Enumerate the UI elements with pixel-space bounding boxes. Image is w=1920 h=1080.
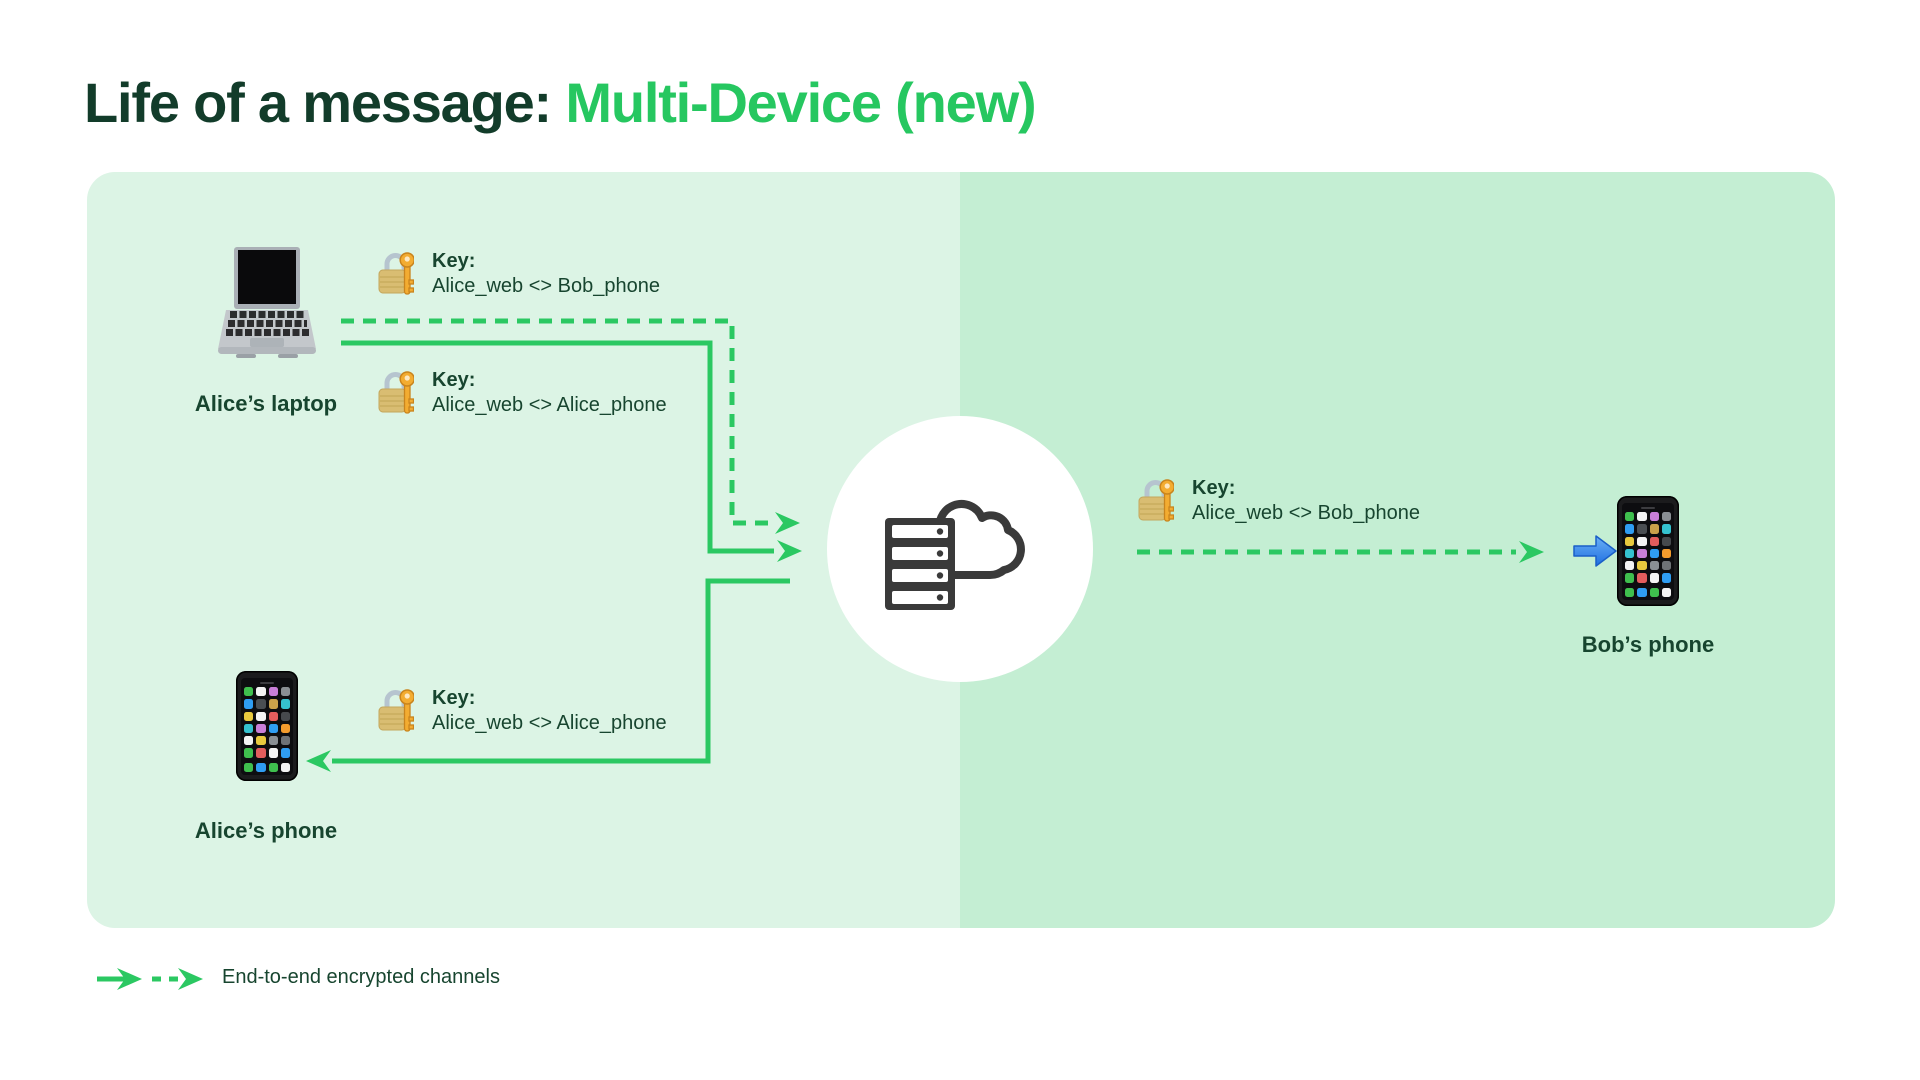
lock-key-icon (378, 252, 414, 295)
app-tile (244, 711, 254, 721)
app-tile (1661, 587, 1671, 597)
smartphone-icon (236, 671, 298, 781)
key-value: Alice_web <> Alice_phone (432, 712, 667, 734)
phone-app-grid (1625, 512, 1671, 583)
app-tile (244, 762, 254, 772)
app-tile (1625, 524, 1635, 534)
app-tile (256, 762, 266, 772)
app-tile (256, 736, 266, 746)
legend-label: End-to-end encrypted channels (222, 966, 500, 988)
alice-phone-label: Alice’s phone (194, 818, 338, 843)
blue-arrow-icon (1573, 535, 1617, 567)
app-tile (1649, 524, 1659, 534)
app-tile (256, 687, 266, 697)
app-tile (268, 687, 278, 697)
phone-screen (241, 678, 293, 775)
app-tile (268, 748, 278, 758)
app-tile (1649, 548, 1659, 558)
app-tile (1625, 548, 1635, 558)
key-title: Key: (432, 250, 476, 272)
app-tile (1661, 512, 1671, 522)
app-tile (244, 748, 254, 758)
app-tile (1649, 561, 1659, 571)
phone-app-grid (244, 687, 290, 758)
app-tile (1661, 524, 1671, 534)
key-label-phone-alice: Key: Alice_web <> Alice_phone (432, 686, 667, 736)
lock-key-icon (378, 689, 414, 732)
app-tile (280, 687, 290, 697)
app-tile (268, 723, 278, 733)
app-tile (1625, 512, 1635, 522)
app-tile (1625, 561, 1635, 571)
app-tile (244, 687, 254, 697)
key-label-server-bob: Key: Alice_web <> Bob_phone (1192, 476, 1420, 526)
app-tile (280, 736, 290, 746)
key-title: Key: (432, 687, 476, 709)
app-tile (1649, 587, 1659, 597)
page-title-prefix: Life of a message: (84, 71, 566, 134)
key-value: Alice_web <> Alice_phone (432, 394, 667, 416)
server-cloud-icon (885, 500, 1025, 610)
app-tile (244, 723, 254, 733)
app-tile (268, 736, 278, 746)
phone-dock (1625, 587, 1671, 597)
app-tile (256, 723, 266, 733)
app-tile (1649, 536, 1659, 546)
app-tile (1661, 561, 1671, 571)
page-title: Life of a message: Multi-Device (new) (84, 70, 1037, 135)
solid-arrow-icon (97, 968, 142, 990)
app-tile (256, 699, 266, 709)
lock-key-icon (1138, 479, 1174, 522)
app-tile (1625, 536, 1635, 546)
app-tile (244, 699, 254, 709)
page-title-highlight: Multi-Device (new) (565, 71, 1036, 134)
key-label-laptop-alice: Key: Alice_web <> Alice_phone (432, 368, 667, 418)
bob-phone-label: Bob’s phone (1581, 632, 1715, 657)
app-tile (280, 711, 290, 721)
app-tile (1649, 512, 1659, 522)
laptop-icon (218, 247, 316, 358)
app-tile (244, 736, 254, 746)
phone-speaker (260, 682, 274, 684)
alice-laptop-label: Alice’s laptop (194, 391, 338, 416)
key-title: Key: (1192, 477, 1236, 499)
lock-key-icon (378, 371, 414, 414)
app-tile (256, 748, 266, 758)
app-tile (1637, 524, 1647, 534)
key-value: Alice_web <> Bob_phone (1192, 502, 1420, 524)
app-tile (256, 711, 266, 721)
app-tile (1637, 512, 1647, 522)
app-tile (1661, 548, 1671, 558)
dashed-arrow-icon (152, 968, 203, 990)
app-tile (1637, 573, 1647, 583)
key-title: Key: (432, 369, 476, 391)
app-tile (1637, 561, 1647, 571)
key-label-laptop-bob: Key: Alice_web <> Bob_phone (432, 249, 660, 299)
app-tile (280, 762, 290, 772)
phone-dock (244, 762, 290, 772)
server-node (827, 416, 1093, 682)
app-tile (1625, 587, 1635, 597)
app-tile (268, 711, 278, 721)
app-tile (1625, 573, 1635, 583)
app-tile (268, 762, 278, 772)
app-tile (1637, 536, 1647, 546)
app-tile (1661, 573, 1671, 583)
phone-speaker (1641, 507, 1655, 509)
app-tile (1661, 536, 1671, 546)
smartphone-icon (1617, 496, 1679, 606)
app-tile (280, 723, 290, 733)
app-tile (280, 699, 290, 709)
phone-screen (1622, 503, 1674, 600)
app-tile (268, 699, 278, 709)
app-tile (280, 748, 290, 758)
app-tile (1649, 573, 1659, 583)
app-tile (1637, 587, 1647, 597)
key-value: Alice_web <> Bob_phone (432, 275, 660, 297)
app-tile (1637, 548, 1647, 558)
